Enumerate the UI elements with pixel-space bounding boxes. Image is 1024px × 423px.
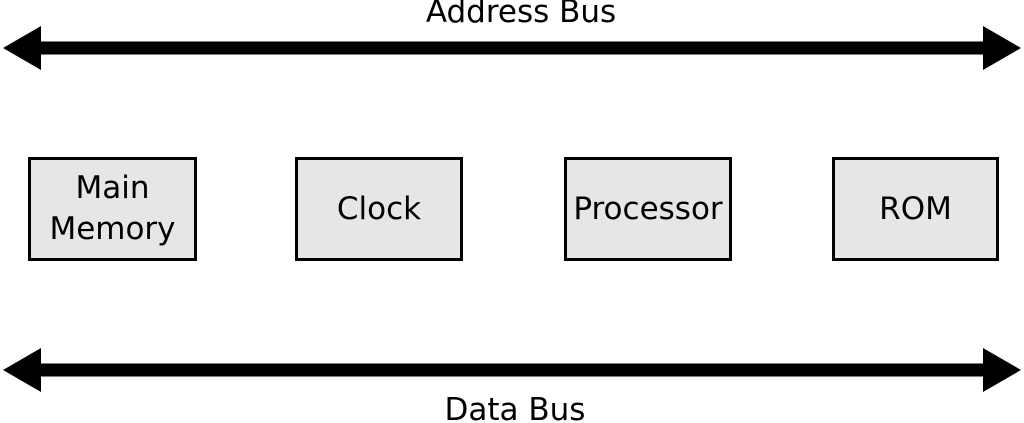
box-clock: Clock	[295, 157, 463, 261]
data-bus-double-arrow-icon	[3, 348, 1021, 392]
box-clock-label: Clock	[336, 190, 422, 227]
address-bus-label: Address Bus	[425, 0, 617, 30]
data-bus-label: Data Bus	[444, 392, 586, 423]
box-rom-label: ROM	[879, 190, 952, 227]
box-rom: ROM	[832, 157, 999, 261]
box-processor-label: Processor	[573, 190, 723, 227]
address-bus-double-arrow-icon	[3, 26, 1021, 70]
box-processor: Processor	[564, 157, 732, 261]
box-main-memory: Main Memory	[28, 157, 197, 261]
box-main-memory-label: Main Memory	[49, 170, 176, 247]
